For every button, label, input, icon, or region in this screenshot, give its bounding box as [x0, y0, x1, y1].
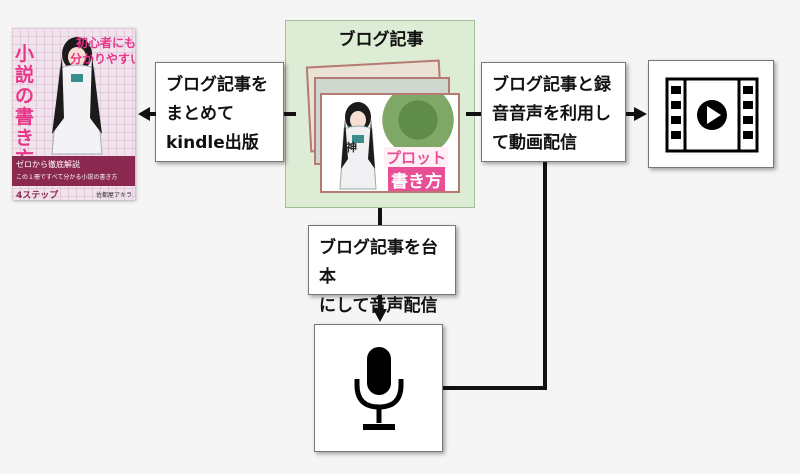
book-title-3: 小説の書き方 — [15, 43, 35, 170]
video-distribution-label: ブログ記事と録 音音声を利用し て動画配信 — [481, 62, 626, 162]
connector-video-label-down — [543, 162, 547, 390]
book-character-illustration — [51, 37, 103, 155]
thumbnail-mark: 神 — [346, 141, 357, 154]
book-cover: 初心者にも 分かりやすい 小説の書き方 ゼロから徹底解説 この１冊ですべて分かる… — [12, 28, 135, 200]
blog-article-panel: ブログ記事 神 プロット 書き方 — [285, 20, 475, 208]
book-title-2: 分かりやすい — [70, 52, 135, 66]
connector-audio-label-to-mic — [378, 295, 382, 311]
kindle-label-line2: まとめて — [166, 104, 234, 124]
book-band — [12, 156, 135, 186]
book-band-line2: この１冊ですべて分かる小説の書き方 — [16, 174, 118, 181]
connector-center-to-video-label — [466, 112, 481, 116]
video-label-line2: 音音声を利用し — [492, 104, 611, 124]
thumbnail-subtitle: 書き方 — [388, 167, 445, 191]
connector-center-to-kindle — [148, 112, 156, 116]
audio-distribution-label: ブログ記事を台本 にして音声配信 — [308, 225, 456, 316]
thumbnail-title: プロット — [384, 147, 449, 168]
blog-article-title: ブログ記事 — [338, 30, 424, 50]
connector-center-to-audio-label — [378, 208, 382, 225]
video-label-line1: ブログ記事と録 — [492, 75, 611, 95]
kindle-label-line3: kindle出版 — [166, 133, 259, 153]
video-play-icon — [665, 77, 759, 153]
connector-kindle-label-to-center — [284, 112, 296, 116]
connector-video-label-to-video — [626, 112, 636, 116]
kindle-publish-label: ブログ記事を まとめて kindle出版 — [155, 62, 284, 162]
kindle-label-line1: ブログ記事を — [166, 75, 268, 95]
arrowhead-to-mic — [373, 309, 387, 322]
thumbnail-card-front: 神 プロット 書き方 — [320, 93, 460, 193]
leaves-illustration — [382, 95, 458, 155]
video-box — [648, 60, 774, 168]
connector-mic-to-video-label — [443, 386, 547, 390]
arrowhead-to-video — [634, 107, 647, 121]
arrowhead-to-book — [138, 107, 150, 121]
video-label-line3: て動画配信 — [492, 133, 577, 153]
book-band-line1: ゼロから徹底解説 — [16, 160, 80, 169]
character-illustration — [339, 102, 377, 190]
microphone-box — [314, 324, 443, 452]
microphone-icon — [354, 347, 404, 430]
book-steps: 4ステップ — [16, 191, 59, 200]
audio-label-line1: ブログ記事を台本 — [319, 238, 438, 287]
book-author: 佐都屋アキラ — [96, 192, 133, 199]
book-title-1: 初心者にも — [76, 36, 135, 50]
